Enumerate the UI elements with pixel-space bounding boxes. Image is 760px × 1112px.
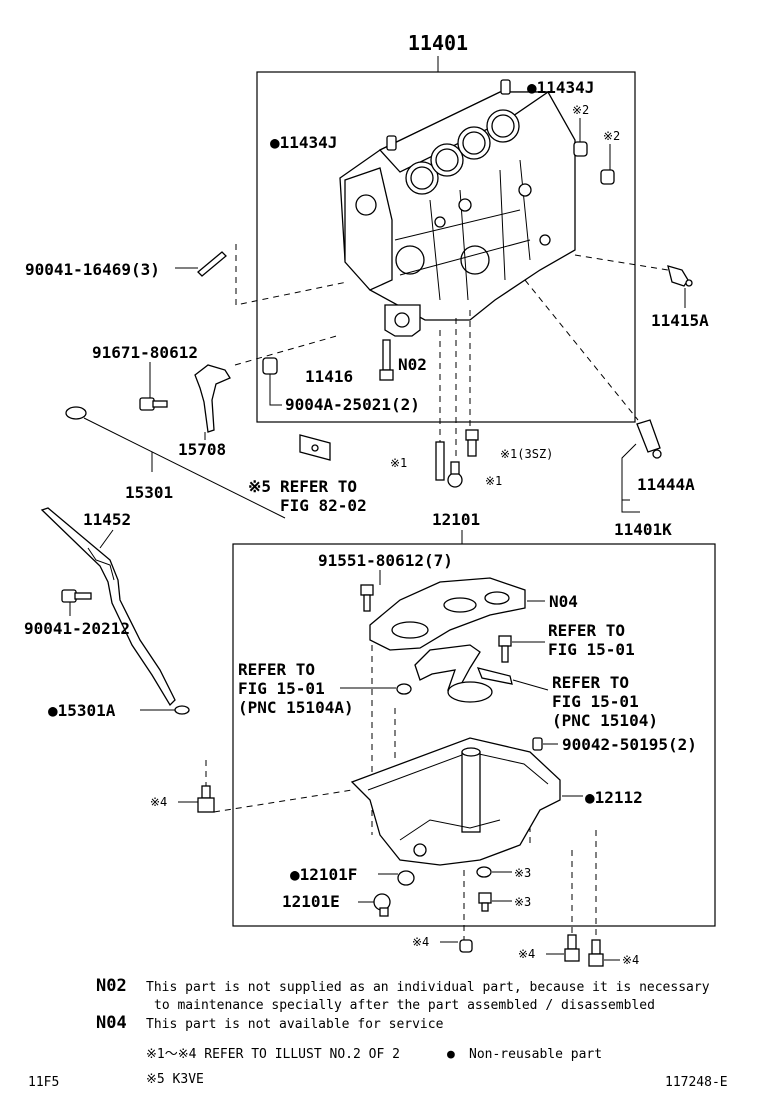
cylinder-block-frame <box>256 71 636 423</box>
refer3-a: REFER TO <box>552 673 629 692</box>
oil-pan-frame <box>232 543 716 927</box>
refer-fig-text: FIG 82-02 <box>280 496 367 515</box>
dowel-note-a: ※2 <box>572 103 589 117</box>
drain-plug-label: 12101E <box>282 892 340 911</box>
plug-bolt-left-icon <box>197 785 215 813</box>
legend-n02-text-1: This part is not supplied as an individu… <box>146 980 710 995</box>
drain-plug-icon <box>373 893 391 917</box>
refer1-b: FIG 15-01 <box>548 640 635 659</box>
main-assembly-number: 11401 <box>408 31 468 55</box>
bearing-pin-top-icon <box>500 79 511 95</box>
bottom-bolt-b-icon <box>564 934 580 962</box>
oil-strainer-icon <box>414 644 513 703</box>
bearing-pin-left-icon <box>386 135 397 151</box>
refer-marker: ※5 <box>248 477 271 496</box>
pan-bolt-icon <box>360 584 374 612</box>
n04-tag: N04 <box>549 592 578 611</box>
gauge-label: 15301 <box>125 483 173 502</box>
bottom-bolt-c-icon <box>588 939 604 967</box>
refer-to-text: REFER TO <box>280 477 357 496</box>
plug-bolt-note: ※4 <box>150 795 167 809</box>
note4-c: ※4 <box>622 953 639 967</box>
bearing-cap-icon <box>384 304 421 337</box>
straight-pin-icon <box>262 357 278 375</box>
bearing-cap-pin-left-label: ●11434J <box>270 133 337 152</box>
stud-bolt-icon <box>197 251 227 277</box>
note4-b: ※4 <box>518 947 535 961</box>
seal-washer-icon <box>476 866 492 878</box>
gasket-label: ●12112 <box>585 788 643 807</box>
plug-3sz-icon <box>465 429 479 457</box>
sensor-sub-label: 11444A <box>637 475 695 494</box>
bracket-bolt-icon <box>139 397 168 411</box>
legend-n02-text-2: to maintenance specially after the part … <box>154 998 655 1013</box>
plug-icon <box>447 461 463 488</box>
refer1-a: REFER TO <box>548 621 625 640</box>
plug-note: ※1 <box>485 474 502 488</box>
drain-gasket-label: ●12101F <box>290 865 357 884</box>
knock-sensor-icon <box>667 265 693 287</box>
oil-pressure-sensor-icon <box>636 419 662 459</box>
note3-a: ※3 <box>514 866 531 880</box>
dowel-pin-b-icon <box>600 169 615 185</box>
sensor-assy-label: 11401K <box>614 520 672 539</box>
pan-assembly-number: 12101 <box>432 510 480 529</box>
bracket-icon <box>194 364 231 433</box>
stud-note-icon <box>435 441 445 481</box>
oring-icon <box>174 705 190 715</box>
nonreusable-text: Non-reusable part <box>469 1047 602 1062</box>
straight-pin-label: 9004A-25021(2) <box>285 395 420 414</box>
refer-bracket-icon <box>299 434 331 461</box>
refer2-a: REFER TO <box>238 660 315 679</box>
guide-bolt-icon <box>61 589 92 603</box>
refer2-c: (PNC 15104A) <box>238 698 354 717</box>
pan-bolt-label: 91551-80612(7) <box>318 551 453 570</box>
nozzle-bolt-icon <box>379 339 394 381</box>
plug-note-3sz: ※1(3SZ) <box>500 447 553 461</box>
gauge-oring-label: ●15301A <box>48 701 116 720</box>
footer-right-code: 117248-E <box>665 1075 728 1090</box>
legend-engine-note: ※5 K3VE <box>146 1072 204 1087</box>
drain-gasket-icon <box>397 870 415 886</box>
knock-sensor-label: 11415A <box>651 311 709 330</box>
legend-illust-note: ※1～※4 REFER TO ILLUST NO.2 OF 2 <box>146 1047 400 1062</box>
guide-bolt-label: 90041-20212 <box>24 619 130 638</box>
refer3-c: (PNC 15104) <box>552 711 658 730</box>
nozzle-label: 11416 <box>305 367 353 386</box>
refer3-b: FIG 15-01 <box>552 692 639 711</box>
stud-note: ※1 <box>390 456 407 470</box>
note3-b: ※3 <box>514 895 531 909</box>
note4-a: ※4 <box>412 935 429 949</box>
strainer-bolt-icon <box>498 635 512 663</box>
cylinder-block-drawing <box>339 91 576 321</box>
gauge-guide-label: 11452 <box>83 510 131 529</box>
pan-stud-label: 90042-50195(2) <box>562 735 697 754</box>
dowel-pin-a-icon <box>573 141 588 157</box>
baffle-plate-icon <box>369 577 526 651</box>
legend-n04-text: This part is not available for service <box>146 1017 444 1032</box>
legend-n02-code: N02 <box>96 976 127 996</box>
bracket-label: 15708 <box>178 440 226 459</box>
oil-pan-icon <box>350 737 561 866</box>
strainer-oring-icon <box>396 683 412 695</box>
legend-n04-code: N04 <box>96 1013 127 1033</box>
bottom-bolt-a-icon <box>459 939 473 953</box>
small-bolt-icon <box>478 892 492 912</box>
gauge-guide-icon <box>40 507 176 707</box>
footer-left-code: 11F5 <box>28 1075 59 1090</box>
refer2-b: FIG 15-01 <box>238 679 325 698</box>
bracket-bolt-label: 91671-80612 <box>92 343 198 362</box>
nonreusable-symbol: ● <box>447 1047 455 1062</box>
pan-stud-icon <box>532 737 543 751</box>
n02-tag: N02 <box>398 355 427 374</box>
oil-level-gauge-icon <box>65 406 286 519</box>
stud-bolt-label: 90041-16469(3) <box>25 260 160 279</box>
dowel-note-b: ※2 <box>603 129 620 143</box>
bearing-cap-pin-top-label: ●11434J <box>527 78 594 97</box>
